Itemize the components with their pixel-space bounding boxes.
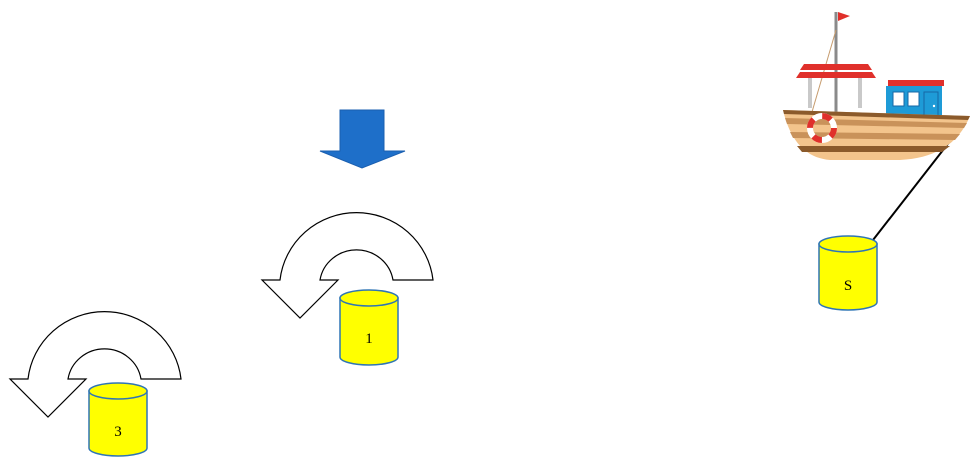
cylinder-top <box>339 289 399 307</box>
cylinder-body <box>88 390 148 457</box>
down-arrow-icon <box>319 109 406 169</box>
cylinder-body <box>818 243 878 311</box>
curved-arrow-icon <box>260 212 434 319</box>
cylinder-label: 1 <box>365 331 373 347</box>
cylinder-1: 1 <box>339 289 399 366</box>
life-ring-icon <box>807 113 837 143</box>
curved-arrow-shape-3 <box>8 311 182 418</box>
cylinder-body <box>339 297 399 366</box>
flag-icon <box>838 12 850 21</box>
curved-arrow-shape-1 <box>260 212 434 319</box>
boat-icon <box>783 12 970 160</box>
cylinder-s: S <box>818 235 878 311</box>
cylinder-label: S <box>844 278 852 294</box>
cylinder-top <box>88 382 148 400</box>
cylinder-3: 3 <box>88 382 148 457</box>
down-arrow-shape <box>319 109 406 169</box>
cylinder-top <box>818 235 878 253</box>
cylinder-label: 3 <box>114 424 122 440</box>
curved-arrow-icon <box>8 311 182 418</box>
mast-rope <box>811 29 837 113</box>
awning <box>796 64 876 108</box>
